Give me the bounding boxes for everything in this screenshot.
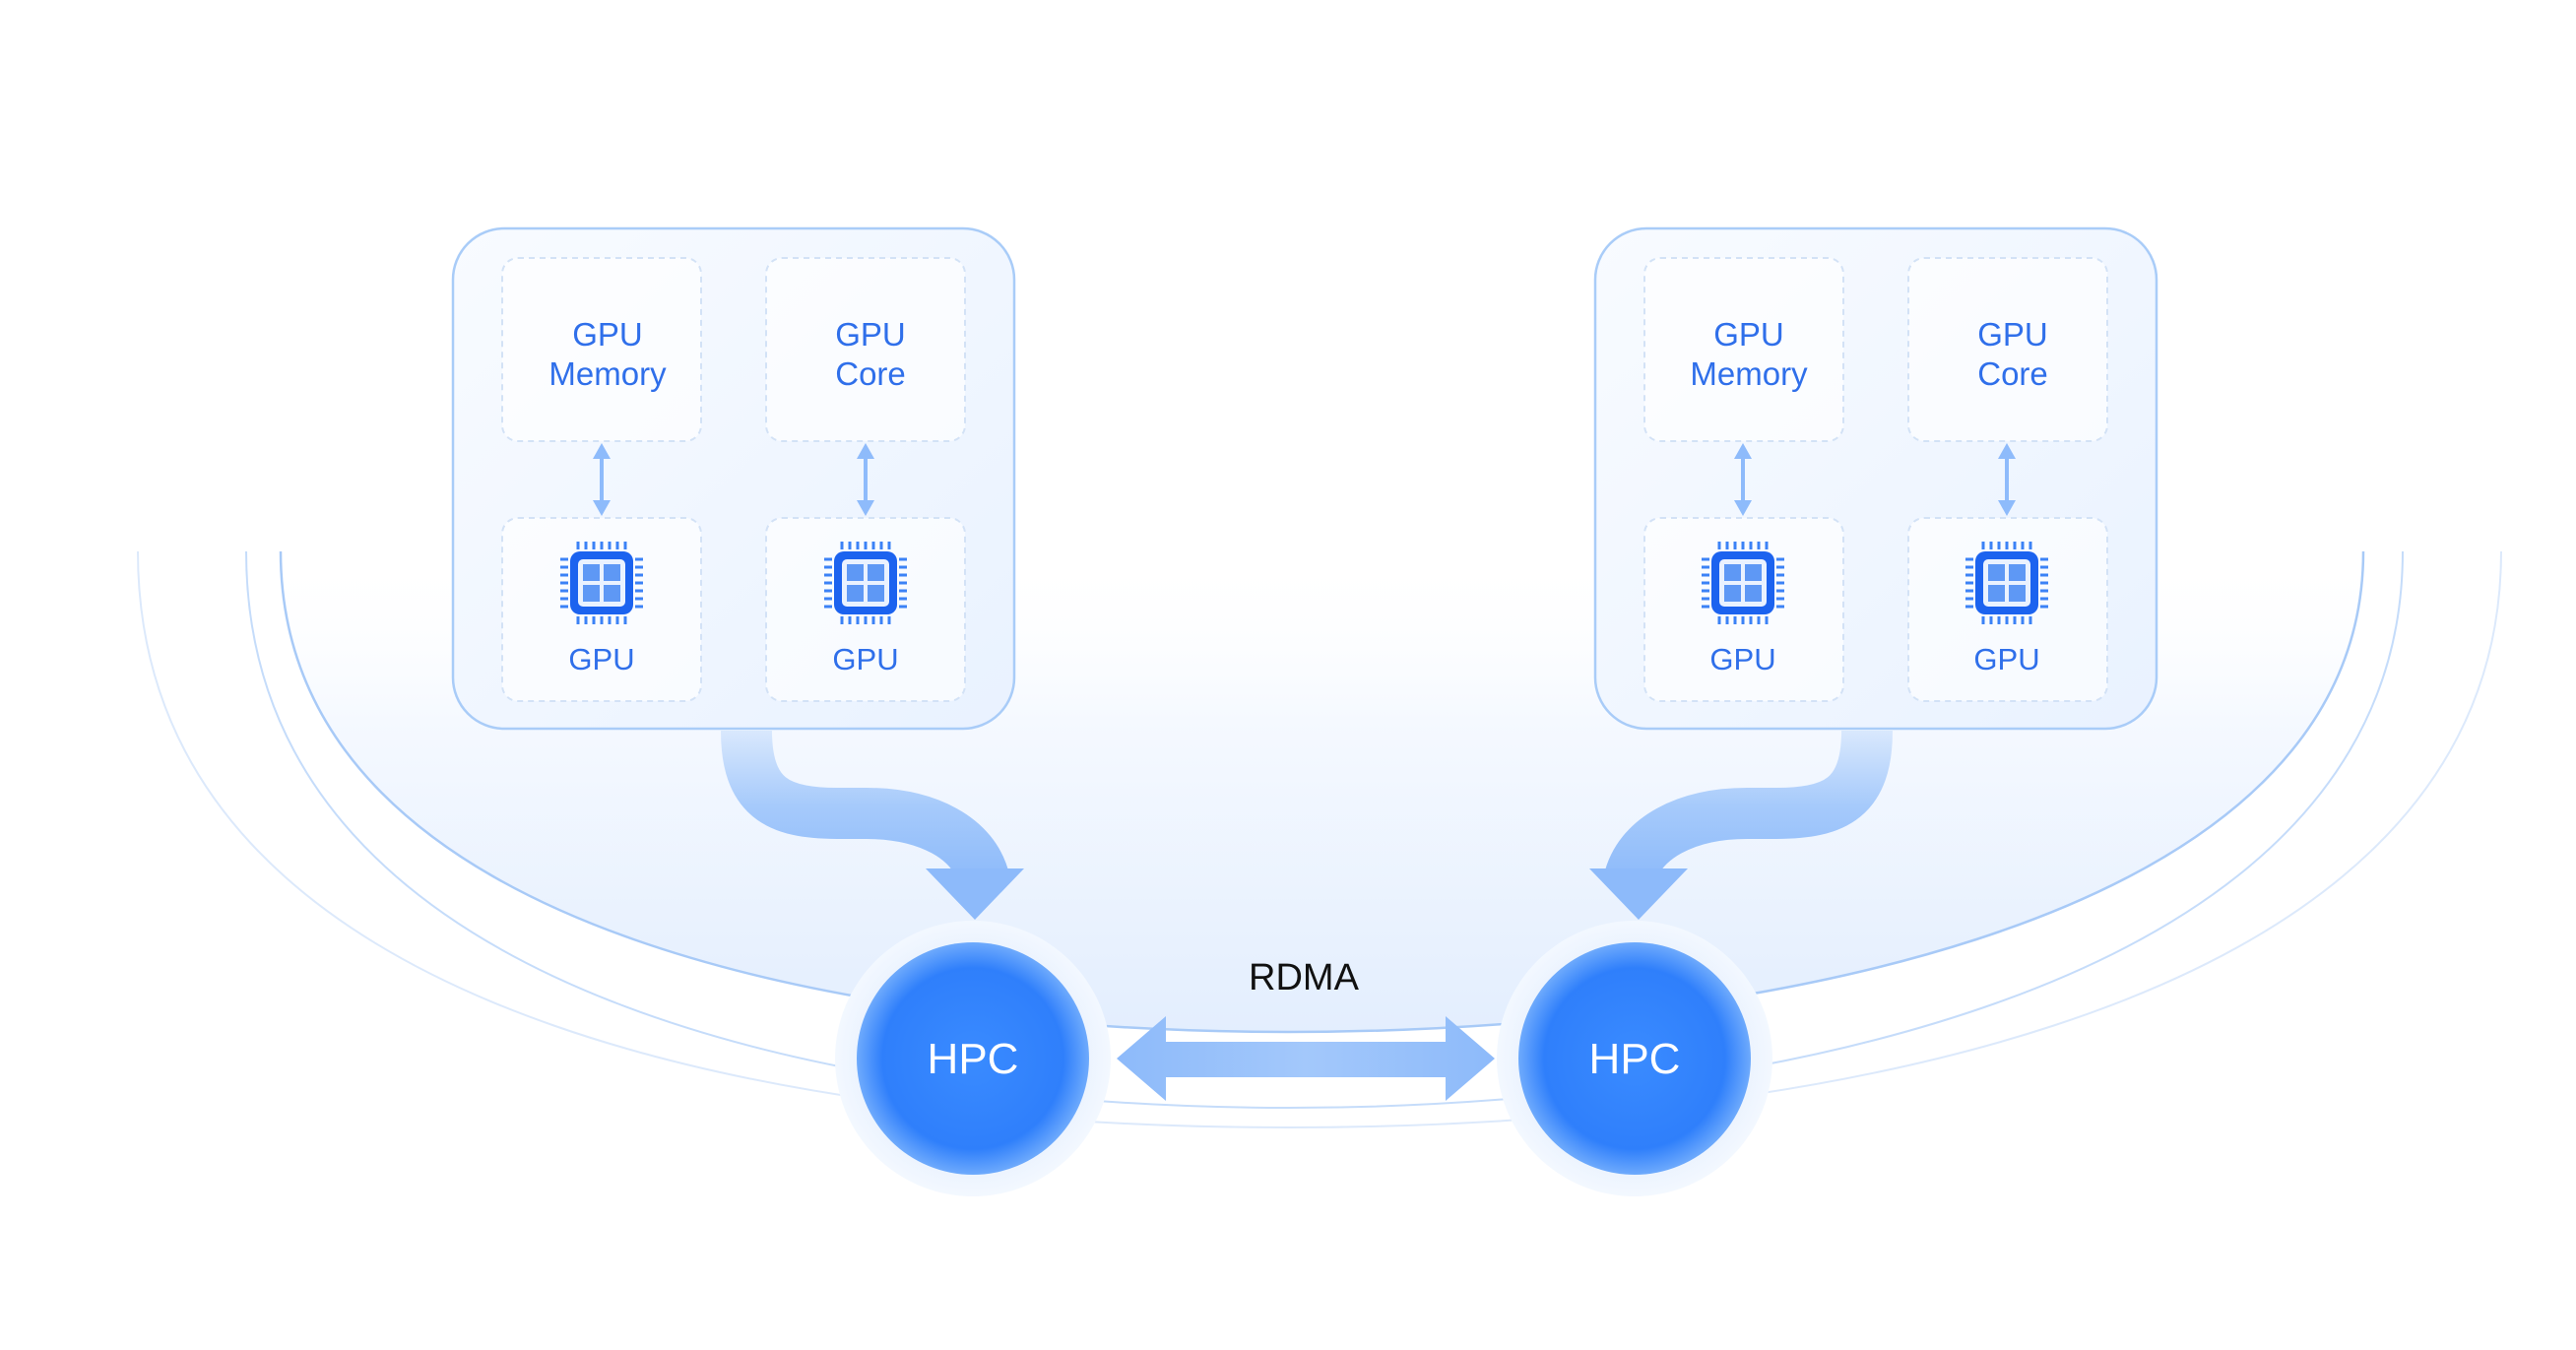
- gpu-memory-label-line1: GPU: [1713, 316, 1784, 353]
- hpc-node-right: HPC: [1497, 921, 1772, 1196]
- gpu-chip-icon: [824, 542, 907, 624]
- gpu-label: GPU: [1973, 642, 2039, 676]
- hpc-label: HPC: [928, 1035, 1019, 1083]
- gpu-core-label-line2: Core: [835, 355, 906, 392]
- compute-card-right: GPU Memory GPU Core: [1593, 226, 2158, 731]
- gpu-memory-box: [501, 257, 702, 442]
- gpu-label: GPU: [1709, 642, 1775, 676]
- ring-middle: [245, 550, 2404, 1110]
- ring-inner: [279, 550, 2365, 1034]
- gpu-memory-label-line2: Memory: [548, 355, 667, 392]
- double-arrow-icon: [1734, 443, 1752, 516]
- gpu-core-label-line1: GPU: [835, 316, 906, 353]
- gpu-memory-box: [1643, 257, 1844, 442]
- hpc-circle: [1518, 942, 1751, 1175]
- gpu-core-box: [765, 257, 966, 442]
- gpu-core-label-line2: Core: [1977, 355, 2048, 392]
- curved-arrow-icon: [1589, 730, 1893, 920]
- gpu-label: GPU: [832, 642, 898, 676]
- gpu-core-box: [1907, 257, 2108, 442]
- hpc-label: HPC: [1589, 1035, 1681, 1083]
- gpu-chip-icon: [560, 542, 643, 624]
- gpu-label: GPU: [568, 642, 634, 676]
- double-arrow-icon: [1117, 1016, 1495, 1101]
- gpu-core-label-line1: GPU: [1977, 316, 2048, 353]
- rdma-label: RDMA: [1249, 957, 1360, 998]
- rdma-link: RDMA: [1117, 957, 1495, 1101]
- hpc-circle: [857, 942, 1089, 1175]
- double-arrow-icon: [593, 443, 611, 516]
- gpu-chip-icon: [1702, 542, 1784, 624]
- double-arrow-icon: [1998, 443, 2016, 516]
- ring-outer: [137, 550, 2502, 1129]
- gpu-memory-label-line2: Memory: [1690, 355, 1808, 392]
- double-arrow-icon: [857, 443, 874, 516]
- gpu-chip-icon: [1965, 542, 2048, 624]
- compute-card-left: GPU Memory GPU Core: [451, 226, 1016, 731]
- gpu-memory-label-line1: GPU: [572, 316, 643, 353]
- curved-arrow-icon: [721, 730, 1024, 920]
- hpc-node-left: HPC: [835, 921, 1111, 1196]
